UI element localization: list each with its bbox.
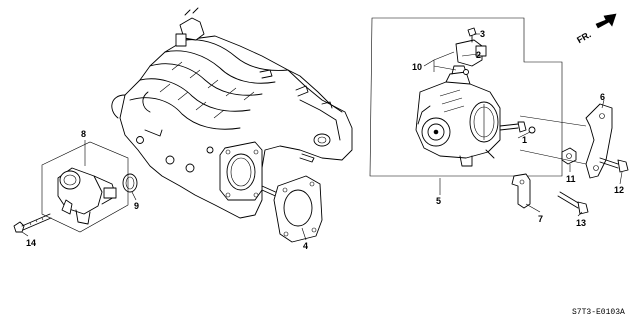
throttle-body-assembly	[369, 17, 563, 177]
leader-lines	[21, 33, 623, 241]
callout-2: 2	[476, 50, 481, 60]
callout-10: 10	[412, 62, 422, 72]
idle-air-control-valve	[41, 141, 129, 233]
front-direction-label: FR.	[575, 29, 593, 45]
throttle-body-gasket	[273, 175, 323, 243]
callout-12: 12	[614, 185, 624, 195]
flange-nut	[561, 147, 577, 165]
bolt-13	[557, 191, 589, 215]
callout-1: 1	[522, 135, 527, 145]
callout-4: 4	[303, 241, 308, 251]
callout-13: 13	[576, 218, 586, 228]
bolt-12	[599, 157, 629, 173]
stay-bracket	[511, 173, 531, 209]
intake-manifold	[111, 7, 353, 219]
callout-11: 11	[566, 174, 576, 184]
callout-5: 5	[436, 196, 441, 206]
diagram-code: S7T3-E0103A	[572, 308, 625, 317]
callout-9: 9	[134, 201, 139, 211]
o-ring	[122, 173, 138, 193]
callout-7: 7	[538, 214, 543, 224]
bolt-14	[13, 213, 52, 233]
throttle-cable-bracket	[519, 103, 613, 179]
callout-14: 14	[26, 238, 36, 248]
callout-3: 3	[480, 29, 485, 39]
callout-6: 6	[600, 92, 605, 102]
callout-8: 8	[81, 129, 86, 139]
front-direction-arrow-icon	[595, 13, 617, 29]
